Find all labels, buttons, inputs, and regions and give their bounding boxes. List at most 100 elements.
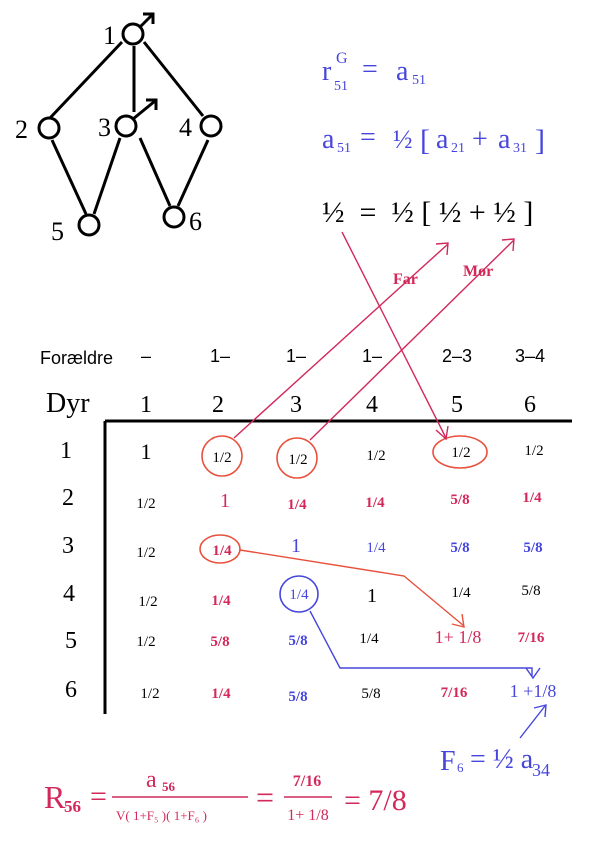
f6-a-sub: 34 bbox=[532, 760, 550, 780]
edge-3-6 bbox=[138, 137, 172, 207]
male-arrowhead-3 bbox=[146, 98, 158, 110]
cell-2-2: 1 bbox=[220, 490, 230, 512]
male-arrow-1 bbox=[138, 13, 154, 29]
r56-num2: 7/16 bbox=[293, 773, 321, 790]
cell-5-4: 1/4 bbox=[359, 631, 379, 647]
dyr-label: Dyr bbox=[46, 388, 90, 419]
cell-1-5: 1/2 bbox=[451, 445, 470, 461]
eq2-plus: + bbox=[472, 124, 488, 155]
cell-4-3: 1/4 bbox=[289, 587, 309, 603]
eq2-t2-sub: 31 bbox=[513, 141, 527, 156]
cell-6-5: 7/16 bbox=[441, 685, 468, 701]
cell-4-4: 1 bbox=[367, 585, 377, 607]
f6-sub: 6 bbox=[457, 760, 464, 775]
r56-eq2: = bbox=[256, 779, 274, 815]
table-row-3: 1/2 1/4 1 1/4 5/8 5/8 bbox=[136, 535, 542, 561]
cell-3-5: 5/8 bbox=[450, 540, 469, 556]
r56-eq3: = 7/8 bbox=[344, 784, 407, 817]
col-header-4: 4 bbox=[366, 392, 378, 418]
row-label-2: 2 bbox=[62, 485, 74, 511]
eq2-t2: a bbox=[498, 124, 511, 155]
f6-F: F bbox=[440, 746, 456, 777]
cell-6-4: 5/8 bbox=[361, 686, 380, 702]
node-4-label: 4 bbox=[179, 113, 192, 142]
r56-lhs-sub: 56 bbox=[64, 797, 81, 816]
cell-3-4: 1/4 bbox=[366, 540, 386, 556]
r56-den1: V( 1+F₅ )( 1+F₆ ) bbox=[116, 808, 207, 823]
r56-num1-sub: 56 bbox=[162, 779, 176, 794]
f6-arrow-line bbox=[519, 705, 546, 739]
eq2-eq: = bbox=[360, 122, 376, 153]
cell-6-2: 1/4 bbox=[211, 686, 231, 702]
cell-6-3: 5/8 bbox=[288, 689, 307, 705]
node-2-circle bbox=[37, 116, 61, 140]
r56-num1: a bbox=[146, 767, 157, 793]
cell-2-5: 5/8 bbox=[450, 492, 469, 508]
cell-5-5: 1+ 1/8 bbox=[435, 627, 482, 647]
cell-1-3: 1/2 bbox=[288, 452, 307, 468]
node-2-label: 2 bbox=[15, 115, 28, 144]
cell-1-6: 1/2 bbox=[524, 443, 543, 459]
r56-eq1: = bbox=[90, 780, 107, 813]
far-label: Far bbox=[393, 271, 418, 288]
cell-5-3: 5/8 bbox=[288, 633, 307, 649]
f6-rest: = ½ a bbox=[470, 744, 534, 775]
table-row-2: 1/2 1 1/4 1/4 5/8 1/4 bbox=[136, 490, 542, 513]
cell-5-2: 5/8 bbox=[210, 634, 229, 650]
eq2-t1: a bbox=[436, 124, 449, 155]
cell-2-3: 1/4 bbox=[287, 497, 307, 513]
eq1-rhs-sub: 51 bbox=[412, 73, 426, 88]
eq2-t1-sub: 21 bbox=[451, 141, 465, 156]
equation-r51: r G 51 = a 51 bbox=[322, 50, 426, 94]
eq2-lhs: a bbox=[322, 124, 335, 155]
eq1-eq: = bbox=[362, 54, 378, 85]
equation-a51: a 51 = ½ [ a 21 + a 31 ] bbox=[322, 122, 545, 157]
node-3-label: 3 bbox=[98, 113, 111, 142]
parents-col-3: 1– bbox=[286, 346, 306, 366]
node-3-circle bbox=[114, 114, 138, 138]
cell-5-1: 1/2 bbox=[136, 634, 155, 650]
eq1-sub: 51 bbox=[334, 79, 348, 94]
parents-col-1: – bbox=[141, 346, 151, 366]
cell-1-2: 1/2 bbox=[212, 450, 231, 466]
cell-2-1: 1/2 bbox=[136, 496, 155, 512]
cell-6-6: 1 +1/8 bbox=[510, 681, 557, 701]
row-label-3: 3 bbox=[62, 533, 74, 559]
cell-1-1: 1 bbox=[141, 439, 152, 464]
far-arrow-line bbox=[233, 243, 449, 439]
parents-row: – 1– 1– 1– 2–3 3–4 bbox=[141, 346, 545, 366]
cell-3-3: 1 bbox=[291, 535, 301, 557]
orange-arrowhead bbox=[451, 613, 465, 628]
cell-2-6: 1/4 bbox=[522, 490, 542, 506]
eq1-sup: G bbox=[336, 50, 348, 67]
parents-col-6: 3–4 bbox=[515, 346, 545, 366]
edge-2-5 bbox=[50, 139, 88, 215]
cell-4-5: 1/4 bbox=[451, 585, 471, 601]
parents-label: Forældre bbox=[40, 348, 113, 368]
f6-arrowhead bbox=[533, 704, 547, 718]
edge-1-2 bbox=[48, 40, 124, 120]
male-arrow-3 bbox=[132, 99, 156, 121]
f6-formula: F 6 = ½ a 34 bbox=[440, 744, 550, 780]
cell-3-2: 1/4 bbox=[212, 543, 232, 559]
parents-col-5: 2–3 bbox=[442, 346, 472, 366]
highlight-cell-1-2 bbox=[201, 435, 243, 477]
table-row-1: 1 1/2 1/2 1/2 1/2 1/2 bbox=[141, 439, 544, 468]
orange-arrow-line bbox=[239, 549, 465, 627]
highlight-cell-1-5 bbox=[432, 435, 488, 469]
equation-halves: ½ = ½ [ ½ + ½ ] bbox=[322, 196, 533, 229]
node-6-label: 6 bbox=[189, 207, 202, 236]
eq2-lhs-sub: 51 bbox=[337, 141, 351, 156]
eq2-close: ] bbox=[535, 124, 545, 157]
cell-2-4: 1/4 bbox=[365, 495, 385, 511]
eq2-open: [ bbox=[420, 124, 430, 157]
node-4-circle bbox=[199, 114, 223, 138]
edge-4-6 bbox=[176, 139, 210, 207]
table-row-4: 1/2 1/4 1/4 1 1/4 5/8 bbox=[138, 583, 540, 610]
cell-4-2: 1/4 bbox=[211, 593, 231, 609]
result-arrowhead bbox=[435, 425, 449, 441]
cell-4-6: 5/8 bbox=[521, 583, 540, 599]
mor-arrowhead bbox=[501, 238, 515, 252]
r56-den2: 1+ 1/8 bbox=[287, 807, 328, 824]
